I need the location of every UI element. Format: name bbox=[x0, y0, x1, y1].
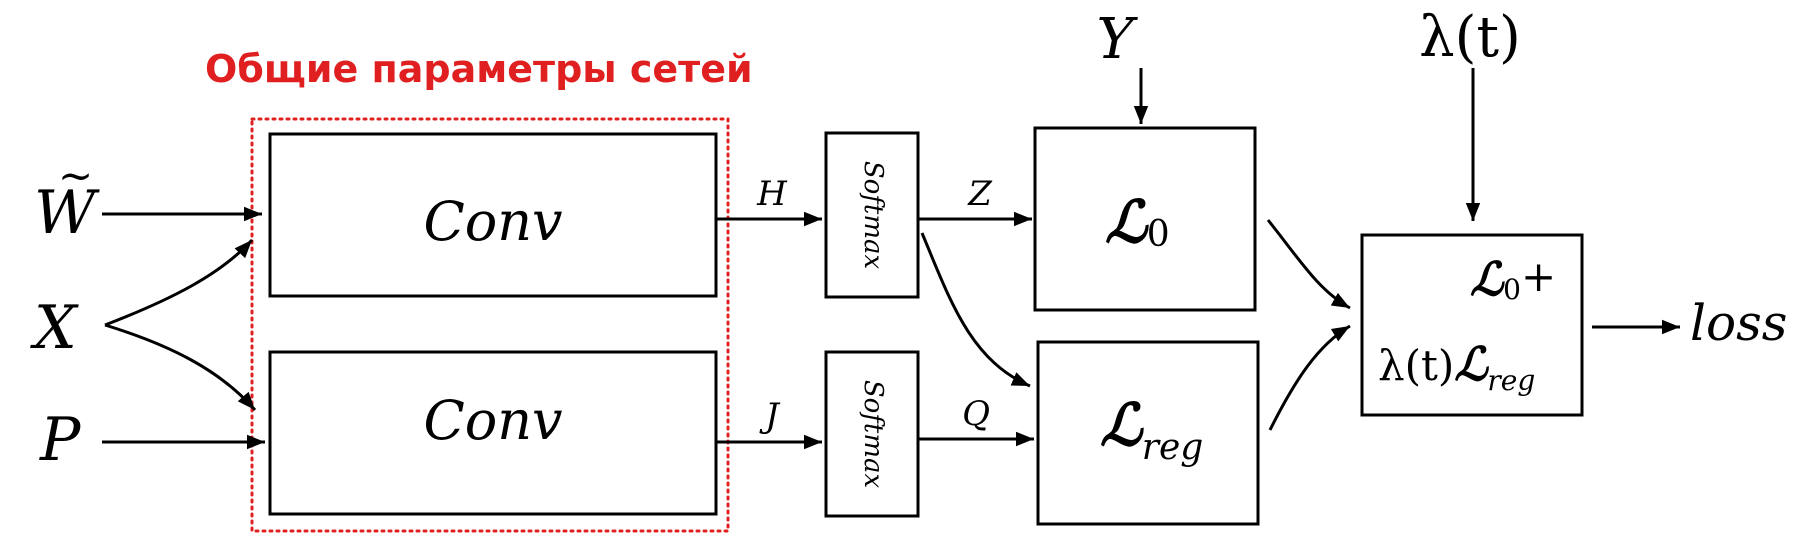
softmax-bottom-label: Softmax bbox=[858, 380, 888, 489]
conv-bottom-box bbox=[268, 350, 718, 516]
conv-bottom-label: Conv bbox=[423, 389, 562, 452]
softmax-top-label: Softmax bbox=[858, 161, 888, 270]
combined-line2: λ(t)ℒreg bbox=[1378, 337, 1535, 397]
arrow-x-to-conv-bottom bbox=[104, 323, 257, 411]
loss0-subscript: 0 bbox=[1147, 214, 1170, 255]
arrow-z-to-lossreg bbox=[920, 232, 1031, 388]
arrow-lossreg-to-combined bbox=[1268, 324, 1351, 431]
edge-label-h: H bbox=[756, 174, 788, 214]
loss0-label: ℒ0 bbox=[1105, 188, 1170, 256]
combined-line2-lambda: λ(t) bbox=[1378, 341, 1454, 390]
combined-line1-subscript: 0 bbox=[1503, 273, 1521, 306]
combined-line1-symbol: ℒ bbox=[1470, 252, 1505, 306]
loss0-symbol: ℒ bbox=[1105, 188, 1149, 256]
edge-label-q: Q bbox=[962, 394, 990, 434]
combined-loss-box bbox=[1360, 233, 1584, 417]
softmax-top-box bbox=[824, 131, 920, 299]
lossreg-subscript: reg bbox=[1142, 427, 1204, 468]
combined-line1-plus: + bbox=[1521, 252, 1556, 301]
input-p-label: P bbox=[39, 405, 82, 475]
conv-top-box bbox=[268, 132, 718, 298]
conv-top-label: Conv bbox=[423, 190, 562, 253]
input-w-accent: ~ bbox=[58, 151, 93, 200]
input-w-label: W bbox=[34, 178, 100, 248]
softmax-bottom-box bbox=[824, 350, 920, 518]
combined-line2-subscript: reg bbox=[1487, 364, 1535, 397]
arrow-x-to-conv-top bbox=[104, 238, 254, 327]
shared-parameters-frame bbox=[250, 117, 730, 533]
edge-label-z: Z bbox=[967, 174, 993, 214]
input-x-label: X bbox=[30, 293, 79, 363]
arrow-loss0-to-combined bbox=[1266, 219, 1351, 310]
combined-line1: ℒ0+ bbox=[1470, 252, 1556, 306]
lossreg-symbol: ℒ bbox=[1100, 391, 1144, 459]
output-loss-label: loss bbox=[1690, 294, 1787, 352]
loss0-box bbox=[1033, 126, 1257, 312]
input-y-label: Y bbox=[1097, 7, 1139, 72]
input-lambda-label: λ(t) bbox=[1419, 5, 1521, 70]
shared-parameters-label: Общие параметры сетей bbox=[205, 47, 753, 91]
lossreg-label: ℒreg bbox=[1100, 391, 1203, 468]
lossreg-box bbox=[1036, 340, 1260, 526]
combined-line2-symbol: ℒ bbox=[1454, 337, 1489, 391]
edge-label-j: J bbox=[759, 396, 781, 436]
